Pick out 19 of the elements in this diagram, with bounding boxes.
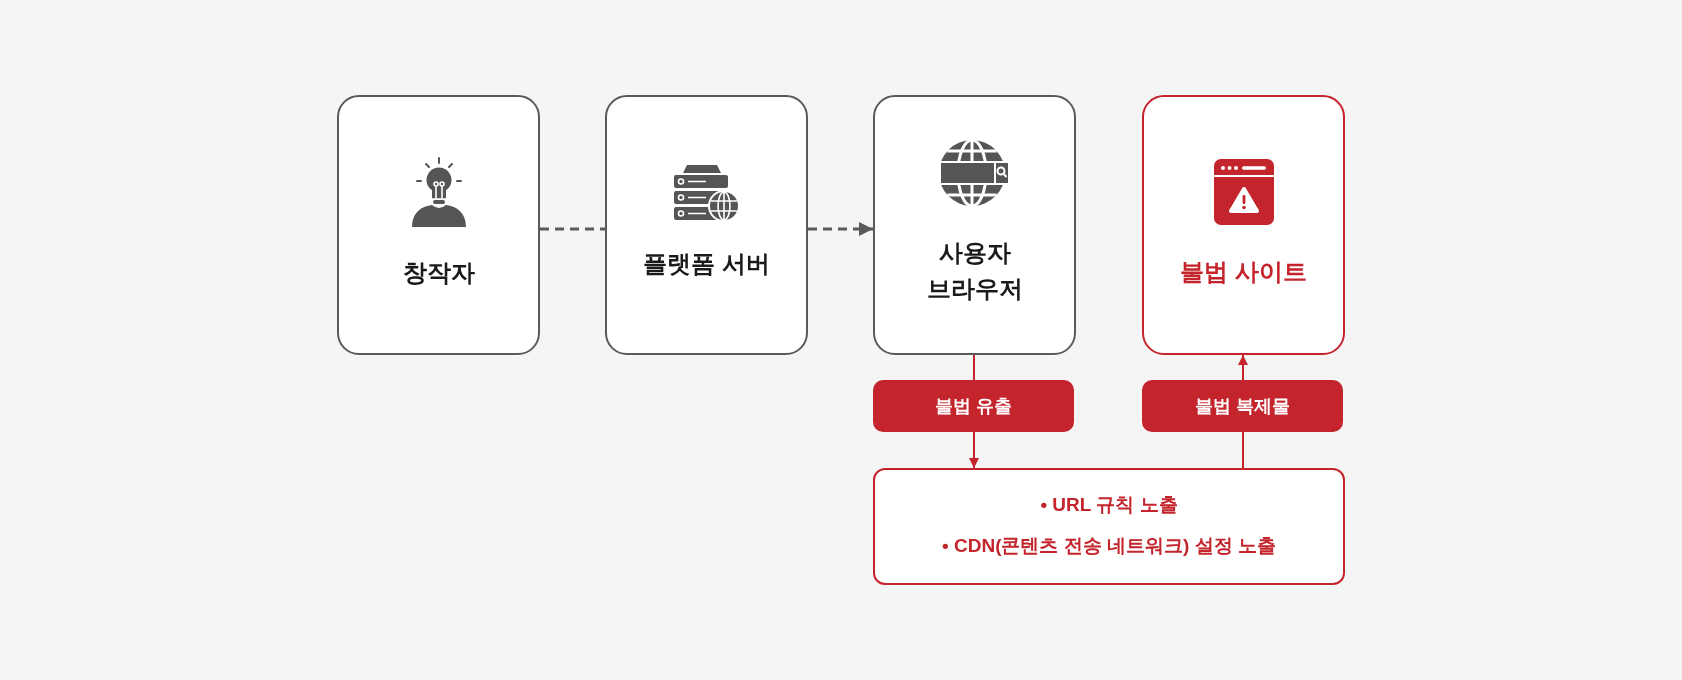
connector-line <box>540 227 605 231</box>
process-box <box>873 95 1076 355</box>
arrow <box>1238 354 1248 381</box>
arrow <box>808 222 873 236</box>
node-label: 불법 사이트 <box>1180 257 1307 287</box>
connector-line <box>973 354 975 381</box>
list-item: • CDN(콘텐츠 전송 네트워크) 설정 노출 <box>942 533 1276 558</box>
arrow <box>969 431 979 469</box>
note-box <box>873 468 1345 585</box>
process-box <box>1142 95 1345 355</box>
connector-line <box>1242 431 1244 469</box>
node-label: 창작자 <box>402 258 475 288</box>
step-tag: 불법 유출 <box>873 380 1074 432</box>
step-tag: 불법 복제물 <box>1142 380 1343 432</box>
process-box <box>337 95 540 355</box>
list-item: • URL 규칙 노출 <box>1040 492 1178 517</box>
node-label: 사용자 브라우저 <box>925 238 1024 304</box>
node-label: 플랫폼 서버 <box>643 249 770 279</box>
process-box <box>605 95 808 355</box>
